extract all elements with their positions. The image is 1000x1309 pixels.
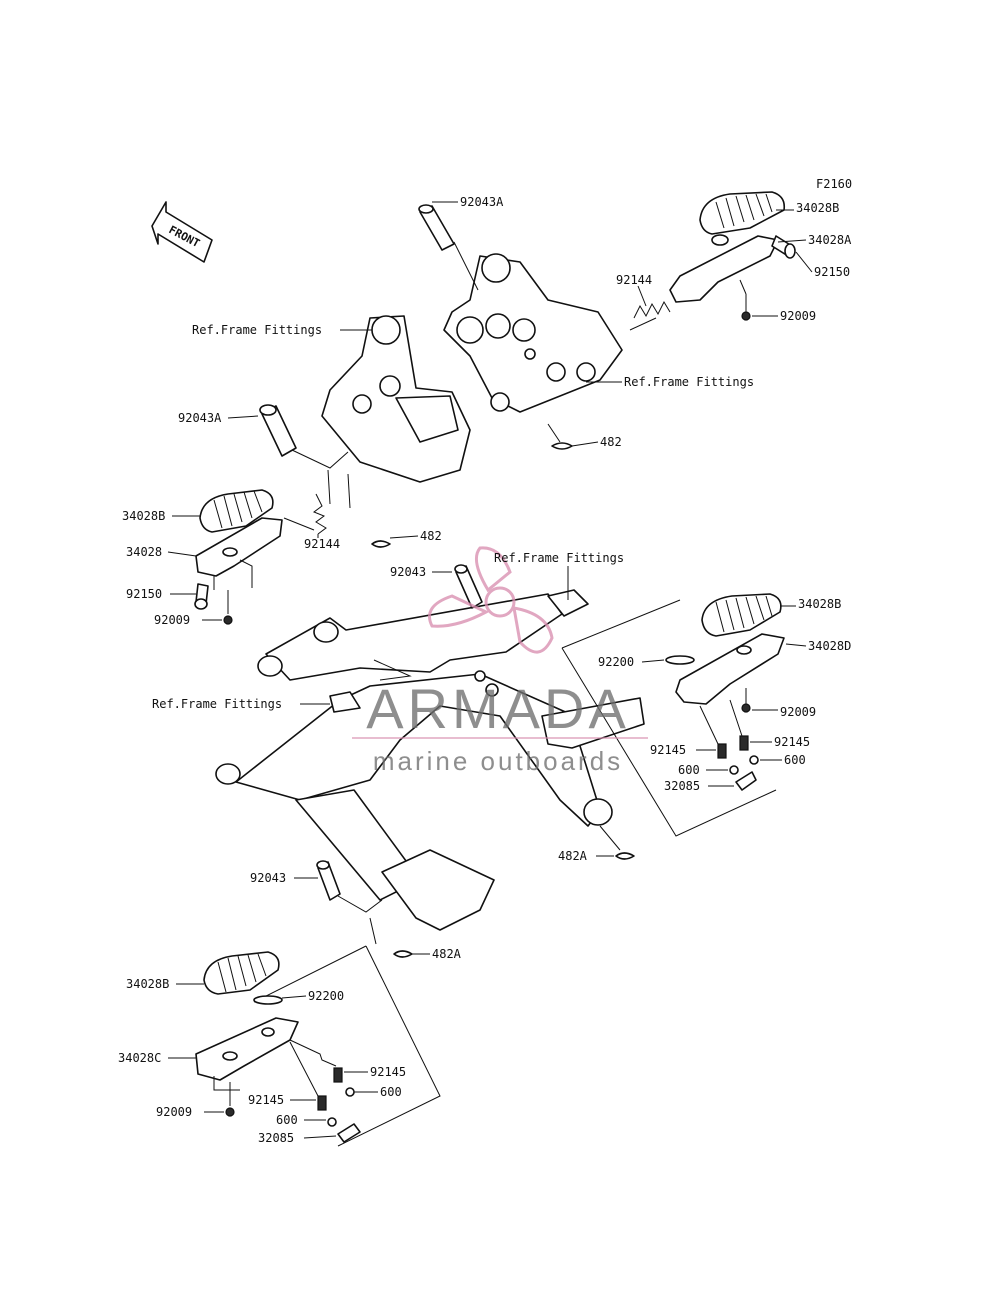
label-rr-bolt: 92150 [814,265,850,279]
rear-right-clip [551,442,573,450]
logo-blade-3 [428,594,490,628]
label-lr-footpeg-rubber: 34028B [122,509,165,523]
front-right-spring-left [717,743,727,759]
logo-hub [484,586,516,618]
front-right-clip [615,852,635,860]
rear-left-clip [371,540,391,548]
label-fr-clip: 482A [558,849,588,863]
label-fl-ball-right: 600 [380,1085,402,1099]
callout-labels: 92043A 34028B 34028A 92150 92009 92144 R… [118,195,852,1145]
front-left-pin [316,860,341,901]
label-ref-frame-left-bracket: Ref.Frame Fittings [192,323,322,337]
rear-right-bracket [443,253,623,413]
front-left-footpeg-rubber [203,951,280,995]
front-right-spring-right [739,735,749,751]
label-top-right-pin: 92043A [460,195,504,209]
main-frame [215,589,645,931]
rear-left-pin [259,404,297,457]
front-left-plate [337,1123,361,1143]
label-fl-spring-left: 92145 [248,1093,284,1107]
label-fl-pin: 92043 [250,871,286,885]
figure-code: F2160 [816,177,852,191]
label-lr-pin: 92043A [178,411,222,425]
watermark-brand: ARMADA [366,677,630,740]
label-fr-ball-right: 600 [784,753,806,767]
label-ref-frame-right-bracket: Ref.Frame Fittings [624,375,754,389]
label-lr-footpeg: 34028 [126,545,162,559]
logo-blade-2 [512,606,554,654]
label-rr-screw: 92009 [780,309,816,323]
label-fl-clip: 482A [432,947,462,961]
front-arrow-icon: FRONT [151,201,213,263]
rear-right-footpeg [669,234,779,303]
label-fl-plate: 32085 [258,1131,294,1145]
front-right-footpeg-rubber [701,593,782,637]
label-fr-spring-left: 92145 [650,743,686,757]
label-fl-footpeg: 34028C [118,1051,161,1065]
label-fr-plate: 32085 [664,779,700,793]
label-fl-spring-right: 92145 [370,1065,406,1079]
label-lr-spring: 92144 [304,537,340,551]
rear-left-screw [223,590,233,625]
rear-right-pin [418,204,455,251]
label-fr-spring-right: 92145 [774,735,810,749]
label-fl-ball-left: 600 [276,1113,298,1127]
front-right-ball-right [749,755,759,765]
front-left-washer [253,995,283,1005]
front-left-spring-right [333,1067,343,1083]
label-fl-washer: 92200 [308,989,344,1003]
label-main-pin: 92043 [390,565,426,579]
label-fr-footpeg-rubber: 34028B [798,597,841,611]
rear-left-bracket [321,315,471,483]
rear-left-footpeg-rubber [199,489,274,533]
label-lr-screw: 92009 [154,613,190,627]
rear-right-bolt [771,235,796,259]
label-fl-screw: 92009 [156,1105,192,1119]
label-rr-footpeg-rubber: 34028B [796,201,839,215]
front-left-clip [393,950,413,958]
front-right-washer [665,655,695,665]
front-right-plate [735,771,757,791]
label-rr-spring: 92144 [616,273,652,287]
front-left-ball-right [345,1087,355,1097]
label-fr-washer: 92200 [598,655,634,669]
logo-blade-1 [474,546,512,593]
propeller-logo-icon [428,546,554,654]
label-rr-footpeg: 34028A [808,233,852,247]
rear-left-footpeg [195,517,283,577]
rear-right-screw [741,294,751,321]
label-rr-clip: 482 [600,435,622,449]
label-ref-frame-left: Ref.Frame Fittings [152,697,282,711]
label-fr-ball-left: 600 [678,763,700,777]
front-right-ball-left [729,765,739,775]
label-lr-clip: 482 [420,529,442,543]
rear-left-spring [312,493,327,535]
rear-right-spring [633,300,671,319]
label-fr-screw: 92009 [780,705,816,719]
front-right-screw [741,688,751,713]
label-ref-frame-center: Ref.Frame Fittings [494,551,624,565]
rear-right-footpeg-rubber [699,191,786,235]
front-left-ball-left [327,1117,337,1127]
label-fr-footpeg: 34028D [808,639,851,653]
label-lr-bolt: 92150 [126,587,162,601]
label-fl-footpeg-rubber: 34028B [126,977,169,991]
center-pin [454,564,483,609]
watermark-tagline: marine outboards [373,746,623,776]
rear-left-bolt [194,583,209,610]
front-left-screw [225,1082,235,1117]
watermark: ARMADA marine outboards [352,546,648,776]
front-left-spring-left [317,1095,327,1111]
front-right-footpeg [675,633,785,705]
front-left-footpeg [195,1017,299,1081]
